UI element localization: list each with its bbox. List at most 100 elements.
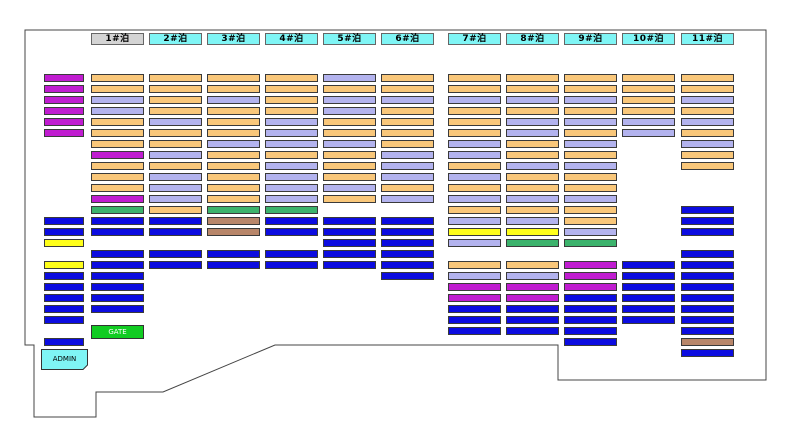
- container-slot[interactable]: [622, 283, 675, 291]
- container-slot[interactable]: [44, 261, 84, 269]
- container-slot[interactable]: [207, 85, 260, 93]
- container-slot[interactable]: [265, 129, 318, 137]
- container-slot[interactable]: [681, 272, 734, 280]
- container-slot[interactable]: [681, 261, 734, 269]
- container-slot[interactable]: [207, 140, 260, 148]
- container-slot[interactable]: [448, 316, 501, 324]
- container-slot[interactable]: [506, 140, 559, 148]
- container-slot[interactable]: [91, 85, 144, 93]
- container-slot[interactable]: [506, 283, 559, 291]
- container-slot[interactable]: [91, 195, 144, 203]
- berth-header-2[interactable]: 2#泊: [149, 33, 202, 45]
- container-slot[interactable]: [681, 250, 734, 258]
- berth-header-4[interactable]: 4#泊: [265, 33, 318, 45]
- container-slot[interactable]: [448, 173, 501, 181]
- container-slot[interactable]: [448, 228, 501, 236]
- container-slot[interactable]: [44, 294, 84, 302]
- container-slot[interactable]: [207, 184, 260, 192]
- container-slot[interactable]: [207, 217, 260, 225]
- container-slot[interactable]: [506, 206, 559, 214]
- container-slot[interactable]: [448, 140, 501, 148]
- container-slot[interactable]: [44, 74, 84, 82]
- container-slot[interactable]: [448, 184, 501, 192]
- container-slot[interactable]: [207, 96, 260, 104]
- container-slot[interactable]: [622, 294, 675, 302]
- container-slot[interactable]: [564, 151, 617, 159]
- container-slot[interactable]: [265, 151, 318, 159]
- container-slot[interactable]: [564, 206, 617, 214]
- container-slot[interactable]: [265, 250, 318, 258]
- container-slot[interactable]: [622, 118, 675, 126]
- container-slot[interactable]: [448, 74, 501, 82]
- container-slot[interactable]: [265, 96, 318, 104]
- container-slot[interactable]: [564, 195, 617, 203]
- container-slot[interactable]: [323, 129, 376, 137]
- container-slot[interactable]: [681, 217, 734, 225]
- container-slot[interactable]: [506, 85, 559, 93]
- container-slot[interactable]: [149, 162, 202, 170]
- container-slot[interactable]: [381, 140, 434, 148]
- container-slot[interactable]: [91, 217, 144, 225]
- container-slot[interactable]: [323, 96, 376, 104]
- container-slot[interactable]: [564, 327, 617, 335]
- container-slot[interactable]: [681, 74, 734, 82]
- gate-button[interactable]: GATE: [91, 325, 144, 339]
- container-slot[interactable]: [681, 327, 734, 335]
- container-slot[interactable]: [681, 228, 734, 236]
- container-slot[interactable]: [207, 151, 260, 159]
- container-slot[interactable]: [564, 338, 617, 346]
- container-slot[interactable]: [323, 250, 376, 258]
- container-slot[interactable]: [149, 118, 202, 126]
- container-slot[interactable]: [44, 305, 84, 313]
- container-slot[interactable]: [448, 272, 501, 280]
- container-slot[interactable]: [506, 272, 559, 280]
- container-slot[interactable]: [91, 228, 144, 236]
- container-slot[interactable]: [681, 338, 734, 346]
- container-slot[interactable]: [265, 173, 318, 181]
- container-slot[interactable]: [91, 74, 144, 82]
- container-slot[interactable]: [622, 316, 675, 324]
- container-slot[interactable]: [91, 294, 144, 302]
- container-slot[interactable]: [381, 261, 434, 269]
- container-slot[interactable]: [381, 107, 434, 115]
- container-slot[interactable]: [448, 107, 501, 115]
- container-slot[interactable]: [149, 250, 202, 258]
- container-slot[interactable]: [448, 327, 501, 335]
- container-slot[interactable]: [323, 162, 376, 170]
- container-slot[interactable]: [448, 129, 501, 137]
- container-slot[interactable]: [207, 195, 260, 203]
- container-slot[interactable]: [91, 118, 144, 126]
- container-slot[interactable]: [381, 173, 434, 181]
- container-slot[interactable]: [44, 272, 84, 280]
- container-slot[interactable]: [381, 250, 434, 258]
- container-slot[interactable]: [448, 305, 501, 313]
- container-slot[interactable]: [564, 239, 617, 247]
- container-slot[interactable]: [265, 184, 318, 192]
- container-slot[interactable]: [44, 107, 84, 115]
- container-slot[interactable]: [564, 316, 617, 324]
- container-slot[interactable]: [207, 250, 260, 258]
- container-slot[interactable]: [506, 327, 559, 335]
- container-slot[interactable]: [681, 140, 734, 148]
- container-slot[interactable]: [381, 272, 434, 280]
- container-slot[interactable]: [265, 206, 318, 214]
- container-slot[interactable]: [381, 129, 434, 137]
- container-slot[interactable]: [323, 239, 376, 247]
- container-slot[interactable]: [681, 162, 734, 170]
- container-slot[interactable]: [265, 74, 318, 82]
- container-slot[interactable]: [265, 217, 318, 225]
- container-slot[interactable]: [323, 261, 376, 269]
- berth-header-9[interactable]: 9#泊: [564, 33, 617, 45]
- container-slot[interactable]: [506, 217, 559, 225]
- container-slot[interactable]: [265, 228, 318, 236]
- container-slot[interactable]: [207, 206, 260, 214]
- container-slot[interactable]: [564, 261, 617, 269]
- container-slot[interactable]: [448, 85, 501, 93]
- container-slot[interactable]: [564, 305, 617, 313]
- container-slot[interactable]: [506, 305, 559, 313]
- container-slot[interactable]: [91, 305, 144, 313]
- container-slot[interactable]: [91, 250, 144, 258]
- berth-header-6[interactable]: 6#泊: [381, 33, 434, 45]
- container-slot[interactable]: [681, 294, 734, 302]
- container-slot[interactable]: [149, 151, 202, 159]
